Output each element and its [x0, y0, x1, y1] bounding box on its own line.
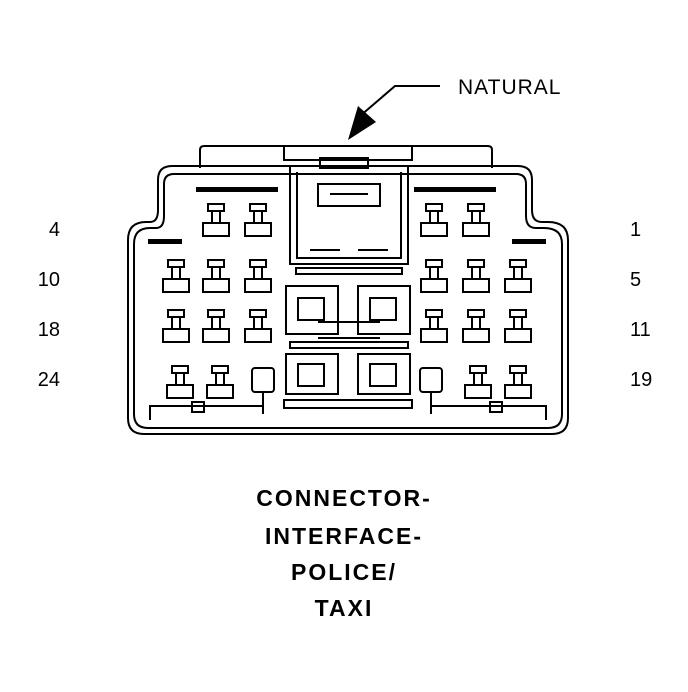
- connector-body: [127, 145, 569, 435]
- terminal-cavity: [420, 203, 448, 237]
- terminal-cavity: [462, 259, 490, 293]
- center-cavities: [283, 285, 413, 409]
- terminal-cavity: [202, 259, 230, 293]
- lower-cavity-left: [285, 353, 339, 395]
- lower-cavity-left-inner: [297, 363, 325, 387]
- terminal-cavity: [464, 365, 492, 399]
- callout-arrowhead: [348, 106, 376, 140]
- callout: NATURAL: [348, 76, 561, 140]
- bottom-rails: [149, 401, 547, 420]
- terminal-cavity: [504, 365, 532, 399]
- keyway-inner: [296, 172, 402, 259]
- callout-label: NATURAL: [458, 76, 561, 99]
- inner-shell: [133, 173, 563, 429]
- top-right-bar: [414, 187, 496, 192]
- terminal-cavity: [504, 259, 532, 293]
- center-cavity-right-inner: [369, 297, 397, 321]
- square-cavity-right: [419, 367, 443, 393]
- alignment-bars: [148, 187, 546, 244]
- side-left-bar: [148, 239, 182, 244]
- terminal-cavity: [420, 259, 448, 293]
- pin-labels-left: 4 10 18 24: [38, 219, 60, 391]
- terminal-cavity: [202, 203, 230, 237]
- bottom-rail-left: [149, 405, 262, 420]
- pin-labels-right: 1 5 11 19: [630, 219, 652, 391]
- top-left-bar: [196, 187, 278, 192]
- pin-label-right-row2: 5: [630, 269, 641, 291]
- latch-inner: [283, 145, 413, 161]
- terminal-cavities: [162, 203, 532, 399]
- terminal-cavity: [162, 259, 190, 293]
- title-line-1: CONNECTOR-: [256, 485, 431, 511]
- title-line-4: TAXI: [315, 595, 374, 621]
- terminal-cavity: [244, 203, 272, 237]
- terminal-cavity: [244, 309, 272, 343]
- square-cavity-left: [251, 367, 275, 393]
- title-line-3: POLICE/: [291, 559, 397, 585]
- center-cavity-right: [357, 285, 411, 335]
- pin-label-right-row4: 19: [630, 369, 652, 391]
- lower-cavity-right: [357, 353, 411, 395]
- center-cavity-left: [285, 285, 339, 335]
- center-bar: [289, 341, 409, 349]
- terminal-cavity: [462, 309, 490, 343]
- center-cavity-left-inner: [297, 297, 325, 321]
- terminal-cavity: [202, 309, 230, 343]
- terminal-cavity: [206, 365, 234, 399]
- rail-nub-left: [191, 401, 205, 413]
- latch-notch: [319, 157, 369, 169]
- bottom-rail-right: [432, 405, 547, 420]
- bottom-slot: [283, 399, 413, 409]
- square-cavities: [251, 367, 443, 414]
- terminal-cavity: [504, 309, 532, 343]
- pin-label-left-row4: 24: [38, 369, 60, 391]
- lower-cavity-right-inner: [369, 363, 397, 387]
- pin-label-right-row3: 11: [630, 319, 651, 341]
- keyway-bottom-bar: [295, 267, 403, 275]
- pin-label-left-row2: 10: [38, 269, 60, 291]
- connector-title: CONNECTOR- INTERFACE- POLICE/ TAXI: [256, 485, 431, 621]
- terminal-cavity: [462, 203, 490, 237]
- callout-leader-line: [359, 85, 440, 117]
- pin-label-left-row1: 4: [49, 219, 60, 241]
- keyway-slot: [317, 183, 381, 207]
- title-line-2: INTERFACE-: [265, 523, 423, 549]
- outer-shell: [127, 165, 569, 435]
- terminal-cavity: [420, 309, 448, 343]
- pin-label-left-row3: 18: [38, 319, 60, 341]
- terminal-cavity: [244, 259, 272, 293]
- pin-label-right-row1: 1: [630, 219, 641, 241]
- terminal-cavity: [162, 309, 190, 343]
- keyway-outer: [289, 166, 409, 265]
- side-right-bar: [512, 239, 546, 244]
- terminal-cavity: [166, 365, 194, 399]
- rail-nub-right: [489, 401, 503, 413]
